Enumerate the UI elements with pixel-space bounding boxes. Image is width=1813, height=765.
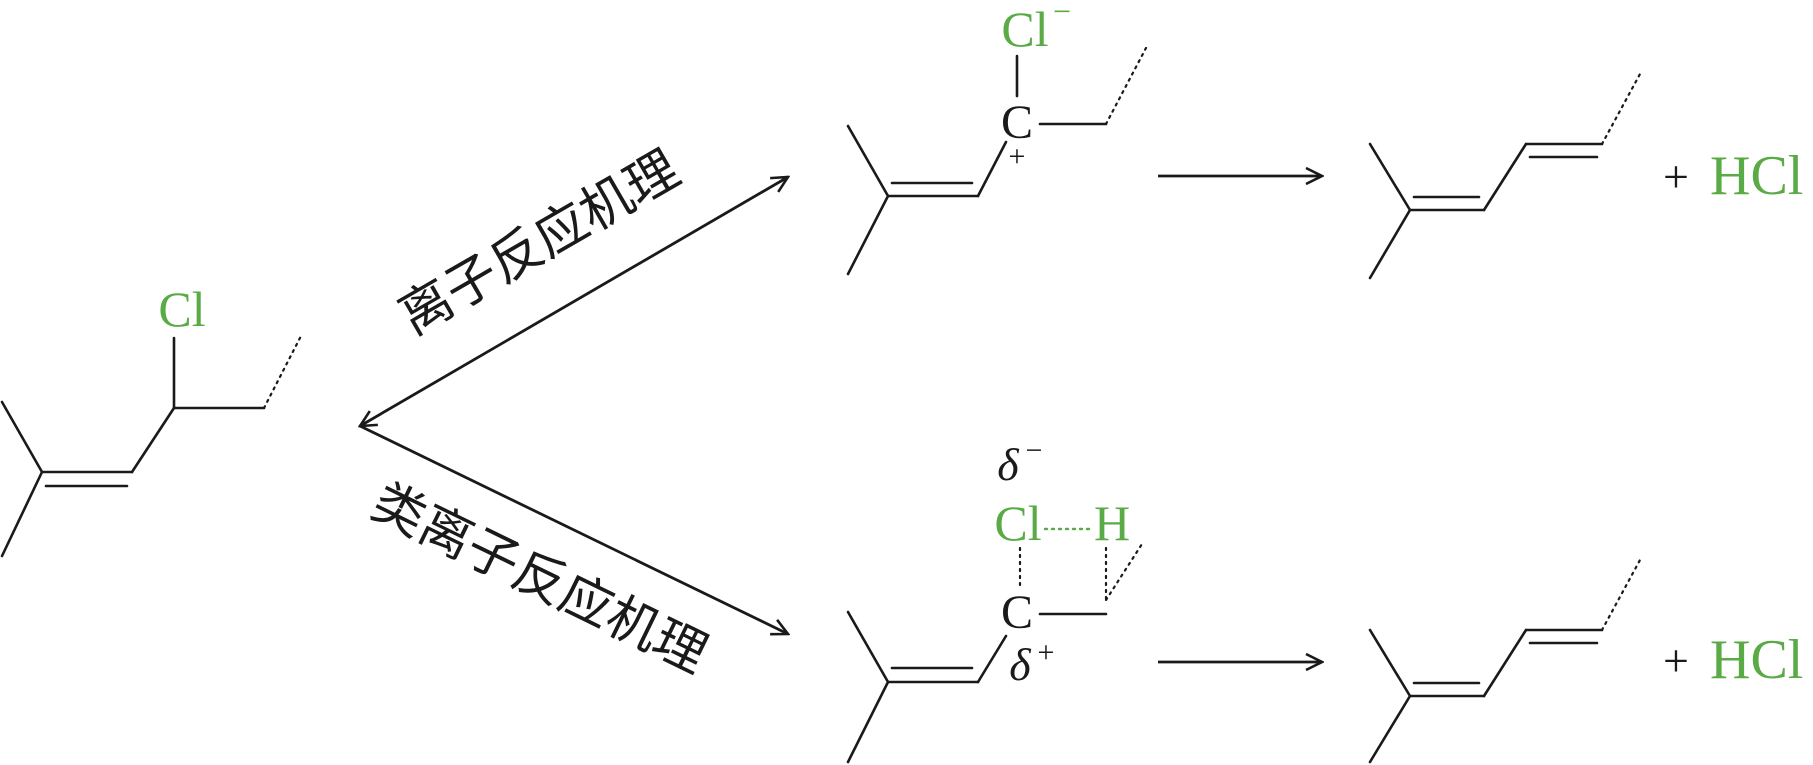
top-int-chain-bond [976,140,1008,198]
bottom-product-molecule [1368,558,1642,764]
top-intermediate: C + Cl − [846,0,1148,276]
bottom-int-delta-plus-sign: + [1038,636,1055,669]
top-int-chloride-label: Cl [1001,1,1048,57]
bottom-int-delta-plus: δ [1009,639,1031,690]
bottom-int-chlorine-label: Cl [994,495,1041,551]
top-product-molecule [1368,72,1642,280]
top-int-methyl-bond-2 [846,194,890,276]
bottom-prod-single-bond [1482,628,1528,698]
top-int-dotted-bond [1104,46,1148,126]
top-int-carbon-label: C [1001,96,1033,149]
bottom-int-delta-minus-sign: − [1026,434,1043,467]
bottom-plus-sign: + [1663,635,1689,686]
bottom-intermediate: C δ + δ − Cl H [846,434,1144,764]
bottom-int-carbon-label: C [1001,586,1033,639]
bottom-int-dotted-bond [1104,542,1144,602]
reactant-molecule: Cl [0,281,304,558]
ion-like-mechanism-label: 类离子反应机理 [363,472,716,686]
bottom-int-hydrogen-label: H [1094,495,1130,551]
bottom-int-methyl-bond-1 [846,610,890,684]
top-int-methyl-bond-1 [846,124,890,198]
top-prod-single-bond [1482,142,1528,212]
bottom-prod-methyl-bond-1 [1368,628,1412,698]
mechanism-arrows: 离子反应机理 类离子反应机理 [360,139,788,685]
ion-like-mechanism-arrow [359,424,788,634]
bottom-hcl-label: HCl [1710,629,1803,691]
top-prod-dotted-bond [1600,72,1642,146]
bottom-prod-methyl-bond-2 [1368,694,1412,764]
reactant-dotted-bond [262,332,304,410]
reactant-chlorine-label: Cl [158,281,205,337]
bottom-int-delta-minus: δ [997,439,1019,490]
ionic-mechanism-label: 离子反应机理 [389,139,689,347]
top-plus-sign: + [1663,151,1689,202]
reactant-methyl-bond-2 [0,470,44,558]
top-hcl-label: HCl [1710,145,1803,207]
top-int-chloride-charge: − [1053,0,1071,29]
bottom-int-chain-bond [976,634,1008,684]
reactant-chain-bond [130,406,176,474]
top-prod-methyl-bond-1 [1368,142,1412,212]
bottom-int-methyl-bond-2 [846,680,890,764]
reactant-methyl-bond-1 [0,400,44,474]
bottom-prod-dotted-bond [1600,558,1642,632]
top-int-carbocation-charge: + [1009,140,1026,173]
top-prod-methyl-bond-2 [1368,208,1412,280]
ionic-mechanism-arrow [360,177,788,426]
